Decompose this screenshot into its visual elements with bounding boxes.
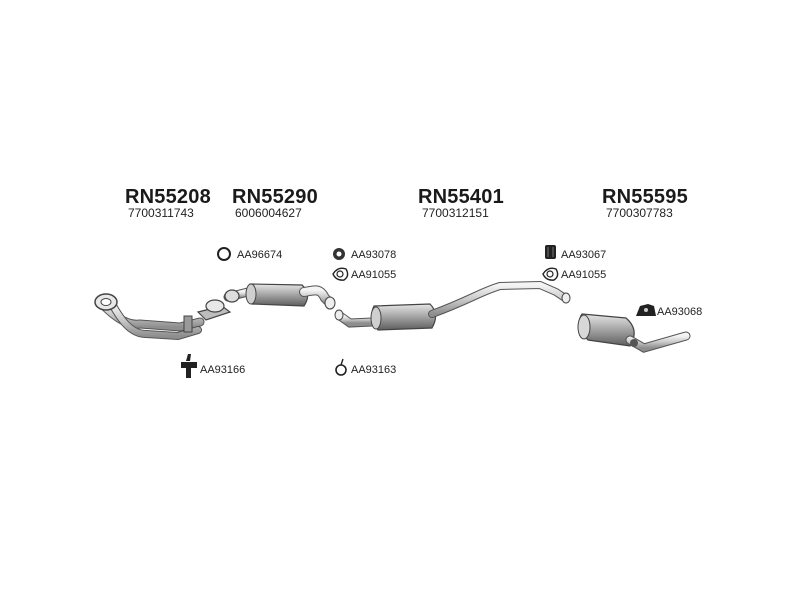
- rubber-ring-icon: [333, 248, 345, 260]
- rubber-mount-icon: [636, 304, 656, 316]
- accessory-label-7: AA91055: [561, 269, 607, 281]
- clamp-icon-2: [542, 267, 559, 281]
- accessory-label-6: AA93067: [561, 249, 607, 261]
- accessory-label-4: AA93163: [351, 364, 397, 376]
- oem-number-3: 7700312151: [422, 206, 489, 220]
- part-code-2: RN55290: [232, 186, 318, 208]
- part-code-4: RN55595: [602, 186, 688, 208]
- part-code-3: RN55401: [418, 186, 504, 208]
- front-pipe-part: [94, 293, 232, 341]
- accessory-label-3: AA91055: [351, 269, 397, 281]
- oem-number-4: 7700307783: [606, 206, 673, 220]
- oem-number-1: 7700311743: [128, 206, 194, 220]
- rear-silencer-part: [577, 313, 691, 353]
- clamp-icon: [332, 267, 349, 281]
- part-code-1: RN55208: [125, 186, 211, 208]
- middle-silencer-part: [334, 280, 571, 331]
- accessory-label-5: AA93166: [200, 364, 246, 376]
- accessory-label-8: AA93068: [657, 306, 703, 318]
- accessory-label-1: AA96674: [237, 249, 283, 261]
- accessory-label-2: AA93078: [351, 249, 397, 261]
- hanger-icon: [335, 358, 347, 376]
- oem-number-2: 6006004627: [235, 206, 302, 220]
- ring-gasket-icon: [217, 247, 231, 261]
- front-silencer-part: [223, 283, 336, 310]
- rubber-block-icon: [545, 245, 556, 259]
- mount-bracket-icon: [181, 354, 197, 378]
